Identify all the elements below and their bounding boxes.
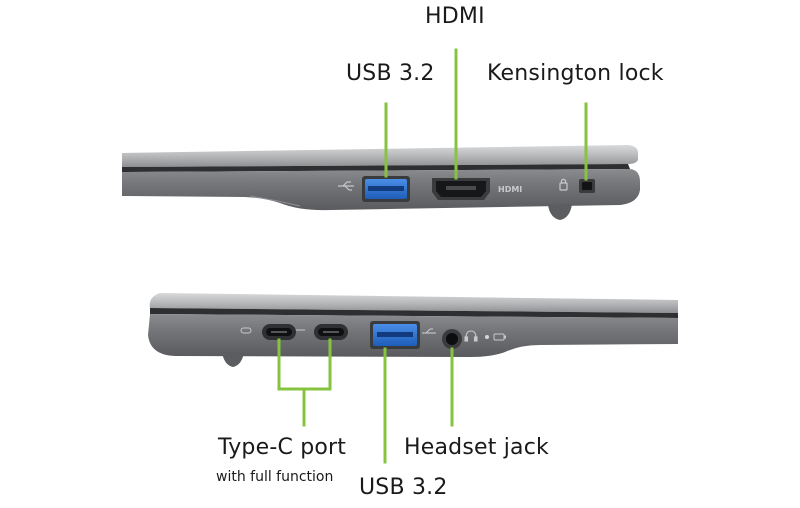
typec-port-1 xyxy=(262,324,296,340)
label-usb-bottom: USB 3.2 xyxy=(359,475,448,500)
usb-port-bottom xyxy=(370,321,420,349)
seam-bottom xyxy=(150,308,678,318)
foot-top xyxy=(548,204,572,220)
usb-symbol-top xyxy=(338,181,354,191)
usb-port-top xyxy=(362,176,410,202)
label-headset: Headset jack xyxy=(404,435,549,460)
headset-jack xyxy=(442,329,462,349)
hdmi-engraving: HDMI xyxy=(498,185,522,194)
battery-icon xyxy=(493,333,506,341)
hdmi-port xyxy=(432,178,490,200)
seam-top xyxy=(122,164,630,172)
label-typec-sub: with full function xyxy=(216,469,334,485)
laptop-right-side: HDMI xyxy=(122,145,640,220)
headphone-icon xyxy=(464,330,478,342)
label-hdmi: HDMI xyxy=(425,4,485,29)
typec-symbol-icon xyxy=(240,327,305,334)
label-typec: Type-C port xyxy=(218,435,347,460)
lock-icon xyxy=(559,178,568,191)
lid-top xyxy=(122,145,638,167)
foot-bottom xyxy=(222,352,244,367)
usb-symbol-bottom xyxy=(422,328,436,334)
label-usb-top: USB 3.2 xyxy=(346,61,435,86)
status-led xyxy=(485,335,489,339)
label-kensington: Kensington lock xyxy=(487,61,664,86)
typec-port-2 xyxy=(314,324,348,340)
lid-bottom xyxy=(149,293,678,313)
kensington-slot xyxy=(579,179,595,193)
callout-lines xyxy=(277,48,588,464)
laptop-left-side xyxy=(148,293,678,367)
